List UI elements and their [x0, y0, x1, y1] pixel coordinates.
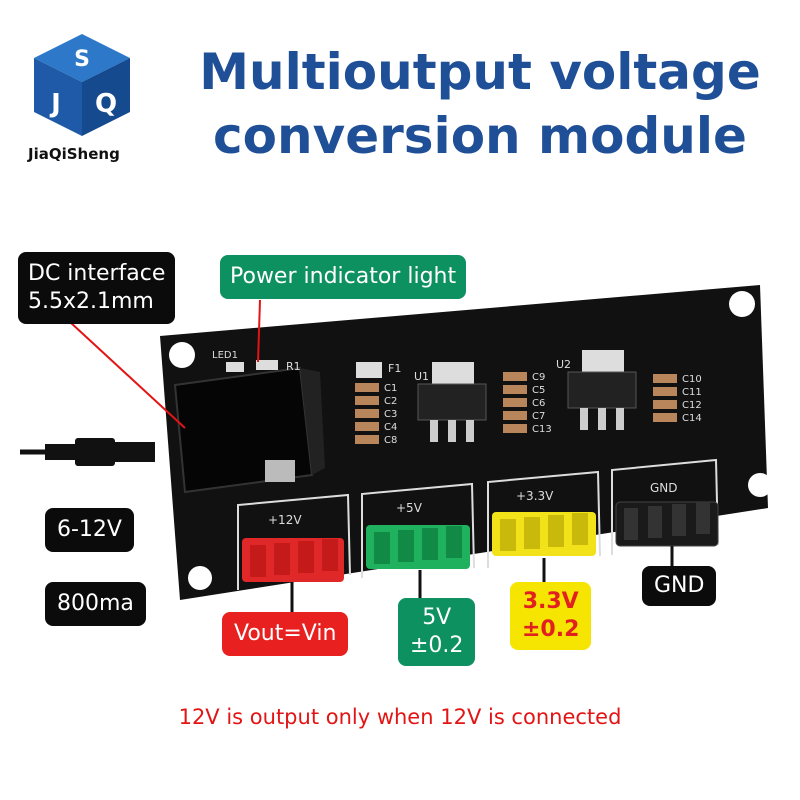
outline-33v — [487, 470, 601, 568]
footer-note: 12V is output only when 12V is connected — [178, 705, 622, 729]
svg-text:S: S — [74, 47, 90, 72]
silk-5v: +5V — [396, 501, 423, 515]
brand-logo: S J Q — [34, 34, 130, 136]
resistor-r1 — [256, 360, 278, 370]
title-line-2: conversion module — [213, 107, 747, 165]
callout-current: 800ma — [45, 582, 146, 626]
logo-cube-icon: S J Q — [34, 34, 130, 136]
pins-12v — [242, 538, 344, 582]
mount-hole-br — [748, 473, 772, 497]
regulator-u1 — [417, 362, 487, 442]
silk-c5: C5 — [532, 385, 545, 396]
silk-f1: F1 — [388, 362, 401, 375]
page-title: Multioutput voltage conversion module — [190, 40, 770, 168]
dc-interface-line-1: DC interface — [28, 261, 166, 286]
regulator-u2 — [567, 350, 637, 430]
pointer-led — [257, 299, 261, 363]
pins-gnd — [615, 501, 719, 547]
callout-33v: 3.3V ±0.2 — [510, 582, 592, 650]
capacitors-mid — [503, 372, 527, 433]
callout-5v-line-1: 5V — [422, 605, 452, 630]
pointer-dc — [69, 321, 186, 429]
capacitors-left — [355, 383, 379, 444]
callout-33v-line-1: 3.3V — [522, 589, 579, 614]
callout-input-range: 6-12V — [45, 508, 134, 552]
pins-33v — [492, 512, 596, 556]
silk-c13: C13 — [532, 424, 552, 435]
callout-5v: 5V ±0.2 — [398, 598, 476, 666]
callout-5v-line-2: ±0.2 — [410, 633, 464, 658]
silk-led1: LED1 — [212, 350, 238, 361]
title-line-1: Multioutput voltage — [199, 43, 761, 101]
silk-u2: U2 — [556, 358, 571, 371]
silk-c2: C2 — [384, 396, 397, 407]
dc-plug-icon — [20, 438, 155, 466]
silk-c9: C9 — [532, 372, 545, 383]
silk-r1: R1 — [286, 360, 301, 373]
svg-text:J: J — [49, 89, 61, 119]
pins-5v — [366, 525, 470, 569]
outline-5v — [361, 482, 475, 578]
mount-hole-tl — [169, 342, 195, 368]
silk-c10: C10 — [682, 374, 702, 385]
silk-c8: C8 — [384, 435, 397, 446]
capacitors-right — [653, 374, 677, 422]
silk-12v: +12V — [268, 513, 302, 527]
silk-c11: C11 — [682, 387, 702, 398]
silk-c12: C12 — [682, 400, 702, 411]
silk-gnd: GND — [650, 481, 678, 495]
silk-33v: +3.3V — [516, 489, 554, 503]
silk-c7: C7 — [532, 411, 545, 422]
silk-c14: C14 — [682, 413, 702, 424]
silk-c6: C6 — [532, 398, 545, 409]
dc-interface-line-2: 5.5x2.1mm — [28, 289, 154, 314]
silk-c3: C3 — [384, 409, 397, 420]
silk-c1: C1 — [384, 383, 397, 394]
mount-hole-tr — [729, 291, 755, 317]
mount-hole-bl — [188, 566, 212, 590]
outline-12v — [237, 493, 351, 590]
callout-dc-interface: DC interface 5.5x2.1mm — [18, 252, 176, 324]
outline-gnd — [611, 458, 719, 555]
dc-jack — [173, 366, 325, 494]
callout-power-indicator: Power indicator light — [220, 255, 467, 299]
silk-u1: U1 — [414, 370, 429, 383]
brand-name: JiaQiSheng — [28, 145, 120, 163]
fuse-f1 — [356, 362, 382, 378]
callout-33v-line-2: ±0.2 — [522, 617, 580, 642]
silk-c4: C4 — [384, 422, 397, 433]
callout-vout: Vout=Vin — [222, 612, 349, 656]
callout-gnd: GND — [642, 566, 717, 606]
led1 — [226, 362, 244, 372]
svg-text:Q: Q — [95, 89, 117, 119]
